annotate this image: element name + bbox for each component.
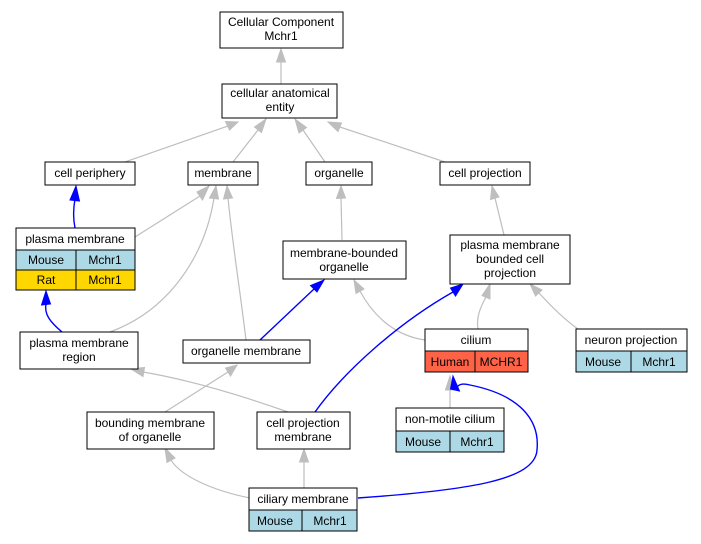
node-label: entity — [266, 100, 295, 114]
edges — [40, 47, 579, 499]
gene-cell: Mchr1 — [642, 355, 676, 369]
arrowhead — [449, 283, 465, 297]
node-label: cell projection — [266, 416, 339, 430]
gene-cell: Mchr1 — [313, 514, 347, 528]
arrowhead — [208, 184, 220, 200]
edge-mbo-organelle — [340, 197, 343, 241]
node-cellular-anatomical-entity[interactable]: cellular anatomical entity — [221, 83, 338, 119]
node-bounding-membrane-of-organelle[interactable]: bounding membrane of organelle — [86, 411, 215, 450]
node-label: cell periphery — [54, 166, 125, 180]
node-label: plasma membrane — [25, 232, 125, 246]
edge-plasma-membrane-membrane — [134, 195, 201, 238]
species-cell: Rat — [37, 273, 56, 287]
node-label: plasma membrane — [460, 238, 560, 252]
species-cell: Mouse — [257, 514, 293, 528]
arrowhead — [309, 278, 326, 293]
node-cellular-component-mchr1[interactable]: Cellular Component Mchr1 — [219, 11, 344, 49]
arrowhead — [294, 117, 308, 134]
node-non-motile-cilium[interactable]: non-motile cilium Mouse Mchr1 — [395, 407, 505, 453]
node-membrane-bounded-organelle[interactable]: membrane-bounded organelle — [282, 240, 407, 280]
node-label: projection — [484, 266, 536, 280]
node-label: membrane — [274, 430, 332, 444]
arrowhead — [326, 121, 343, 133]
arrowhead — [222, 184, 234, 200]
edge-plasma-membrane-cell-periphery — [72, 198, 76, 229]
arrowhead — [224, 120, 240, 131]
arrowhead — [69, 184, 81, 202]
edge-organelle-membrane-membrane — [227, 197, 247, 341]
edge-pm-region-plasma-membrane — [44, 303, 63, 333]
node-cilium[interactable]: cilium Human MCHR1 — [424, 328, 529, 373]
node-label: bounding membrane — [95, 416, 205, 430]
node-label: Cellular Component — [228, 15, 335, 29]
node-organelle[interactable]: organelle — [305, 161, 373, 186]
node-membrane[interactable]: membrane — [187, 161, 259, 186]
arrowhead — [164, 446, 176, 464]
edge-ciliary-membrane-cilium — [357, 383, 538, 499]
arrowhead — [481, 282, 491, 300]
gene-cell: Mchr1 — [88, 253, 122, 267]
edge-cilium-pmbcp — [476, 296, 487, 330]
arrowhead — [253, 117, 267, 134]
node-plasma-membrane[interactable]: plasma membrane Mouse Mchr1 Rat Mchr1 — [15, 227, 136, 291]
species-cell: Human — [431, 355, 470, 369]
node-label: non-motile cilium — [405, 412, 495, 426]
node-label: membrane — [194, 166, 252, 180]
node-label: cellular anatomical — [230, 86, 329, 100]
species-cell: Mouse — [28, 253, 64, 267]
node-label: cilium — [461, 333, 492, 347]
node-label: plasma membrane — [29, 336, 129, 350]
node-cell-periphery[interactable]: cell periphery — [44, 161, 136, 186]
node-label: organelle membrane — [191, 344, 301, 358]
arrowhead — [449, 374, 461, 392]
node-label: organelle — [314, 166, 364, 180]
node-label: ciliary membrane — [257, 492, 349, 506]
node-cell-projection-membrane[interactable]: cell projection membrane — [256, 411, 351, 450]
node-label: Mchr1 — [264, 29, 298, 43]
node-label: region — [62, 350, 95, 364]
arrowhead — [335, 184, 347, 200]
arrowhead — [489, 184, 500, 201]
node-neuron-projection[interactable]: neuron projection Mouse Mchr1 — [575, 328, 688, 373]
arrowhead — [353, 278, 365, 295]
arrowhead — [528, 282, 543, 297]
gene-cell: Mchr1 — [88, 273, 122, 287]
edge-bmo-organelle-membrane — [164, 371, 229, 413]
arrowhead — [275, 47, 287, 63]
node-cell-projection[interactable]: cell projection — [439, 161, 531, 186]
node-label: of organelle — [119, 430, 182, 444]
node-plasma-membrane-bounded-cell-projection[interactable]: plasma membrane bounded cell projection — [449, 234, 571, 285]
edge-organelle-membrane-mbo — [259, 288, 315, 341]
edge-cell-periphery-cae — [124, 125, 229, 163]
edge-pm-region-membrane — [109, 197, 215, 333]
node-ciliary-membrane[interactable]: ciliary membrane Mouse Mchr1 — [248, 487, 358, 532]
edge-neuron-projection-pmbcp — [538, 292, 579, 330]
arrowhead — [224, 364, 239, 377]
node-organelle-membrane[interactable]: organelle membrane — [182, 339, 311, 364]
node-label: membrane-bounded — [290, 246, 398, 260]
node-label: neuron projection — [585, 333, 678, 347]
species-cell: Mouse — [405, 435, 441, 449]
gene-cell: Mchr1 — [460, 435, 494, 449]
edge-cilium-mbo — [359, 290, 426, 341]
node-plasma-membrane-region[interactable]: plasma membrane region — [19, 331, 139, 370]
edge-ciliary-membrane-bmo — [170, 459, 251, 499]
node-label: cell projection — [448, 166, 521, 180]
edge-pmbcp-cell-projection — [494, 197, 505, 236]
species-cell: Mouse — [585, 355, 621, 369]
node-label: organelle — [319, 260, 369, 274]
arrowhead — [196, 184, 211, 202]
gene-cell: MCHR1 — [480, 355, 523, 369]
arrowhead — [40, 289, 52, 306]
edge-organelle-cae — [302, 129, 326, 163]
edge-cpm-pm-region — [142, 371, 289, 413]
edge-cell-projection-cae — [339, 126, 446, 163]
node-label: bounded cell — [476, 252, 544, 266]
edge-cpm-pmbcp — [314, 291, 454, 413]
edge-membrane-cae — [232, 129, 259, 163]
arrowhead — [298, 447, 310, 463]
